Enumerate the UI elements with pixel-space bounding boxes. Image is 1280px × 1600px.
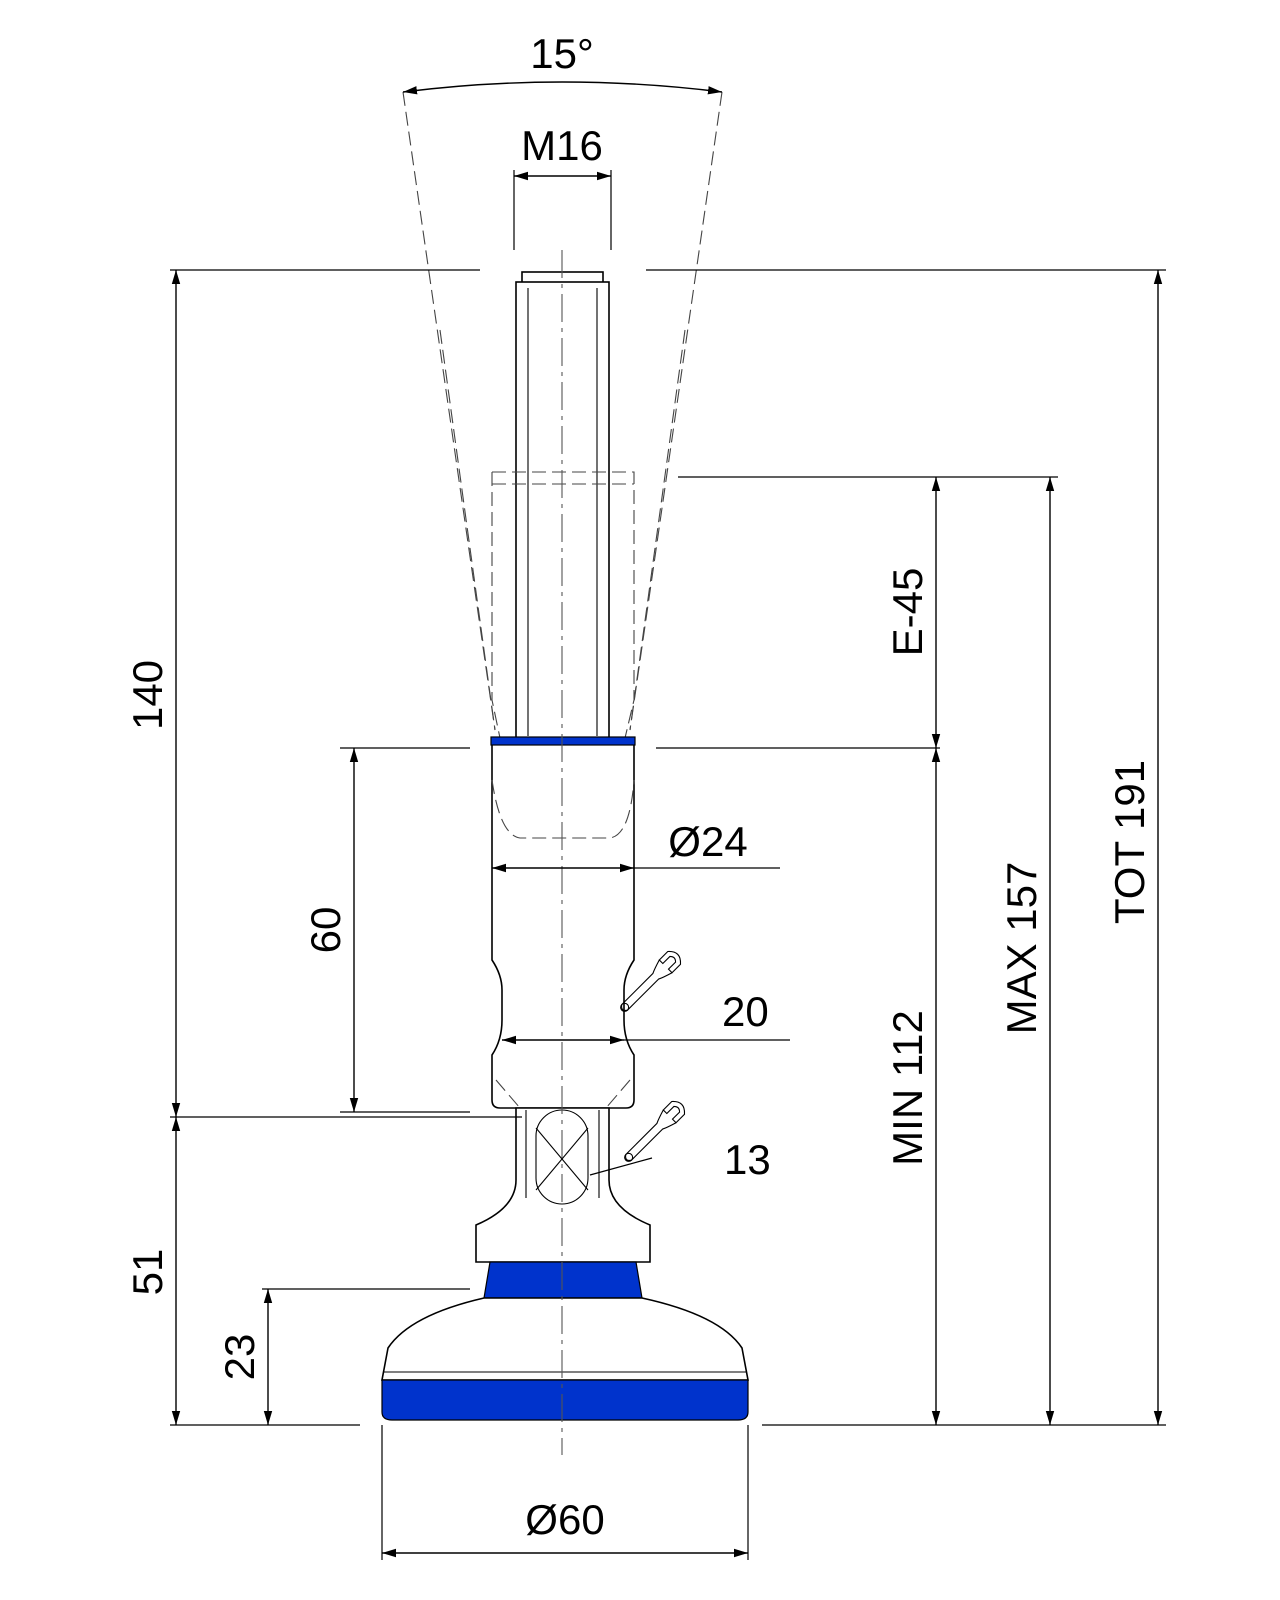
blue-pad (381, 1379, 749, 1421)
dim-51-label: 51 (124, 1249, 171, 1296)
dim-23 (262, 1288, 470, 1425)
body-sleeve (490, 736, 636, 1109)
wrench-13-leader (589, 1157, 653, 1176)
angle-arc (402, 81, 723, 95)
ball-joint-neck (475, 1107, 651, 1263)
dim-60 (340, 747, 470, 1113)
blue-collar (483, 1261, 643, 1299)
thread-label: M16 (521, 122, 603, 169)
dim-max157-label: MAX 157 (998, 862, 1045, 1035)
dim-diameter-24-label: Ø24 (668, 818, 747, 865)
wrench-20-icon (620, 950, 682, 1012)
wrench-13-icon (624, 1100, 686, 1162)
dim-diameter-60 (381, 1425, 749, 1560)
dim-60-label: 60 (302, 907, 349, 954)
dim-51 (170, 1116, 522, 1426)
blue-ring-top (490, 736, 636, 746)
tilt-cone (402, 91, 723, 731)
dim-e45 (656, 476, 1058, 749)
dim-23-label: 23 (216, 1334, 263, 1381)
dim-140 (170, 269, 480, 1117)
dim-min112-label: MIN 112 (884, 1010, 931, 1166)
thread-dimension (513, 170, 612, 250)
angle-label: 15° (530, 30, 594, 77)
base-foot (381, 1261, 749, 1421)
wrench-13-label: 13 (724, 1136, 771, 1183)
dim-140-label: 140 (124, 660, 171, 730)
dim-min112 (762, 748, 1166, 1426)
dim-e45-label: E-45 (884, 568, 931, 657)
dim-tot191 (646, 269, 1166, 1425)
threaded-stud (491, 271, 635, 739)
dim-tot191-label: TOT 191 (1106, 760, 1153, 924)
wrench-20-label: 20 (722, 988, 769, 1035)
dim-diameter-60-label: Ø60 (525, 1496, 604, 1543)
